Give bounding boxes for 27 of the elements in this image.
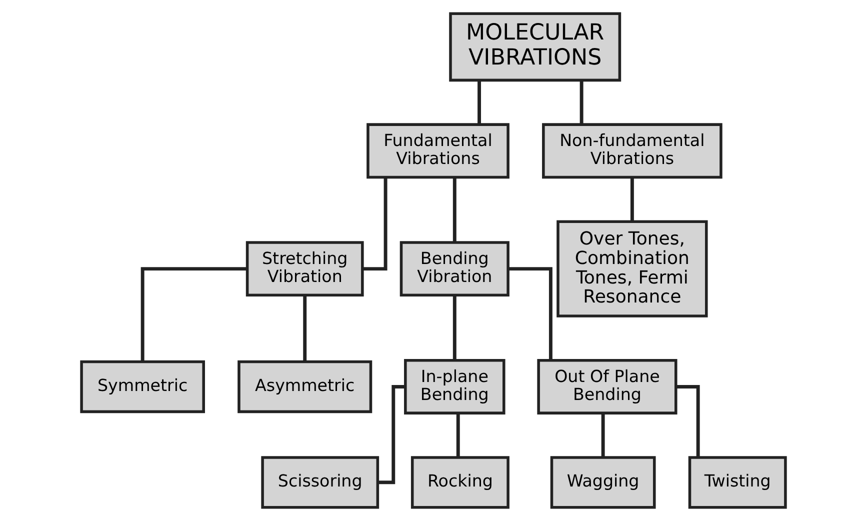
connector bbox=[477, 80, 480, 124]
connector bbox=[452, 296, 456, 360]
connector bbox=[362, 178, 387, 271]
connector bbox=[579, 80, 583, 124]
node-box: Fundamental Vibrations bbox=[366, 123, 509, 179]
node-box: Wagging bbox=[550, 456, 656, 509]
node-box: MOLECULAR VIBRATIONS bbox=[448, 12, 621, 82]
node-box: Over Tones, Combination Tones, Fermi Resonance bbox=[556, 220, 708, 318]
node-box: Scissoring bbox=[260, 456, 379, 509]
node-box: Twisting bbox=[688, 456, 786, 509]
connector bbox=[600, 413, 604, 458]
connector bbox=[676, 384, 700, 458]
node-box: Non-fundamental Vibrations bbox=[542, 123, 722, 179]
connector bbox=[377, 384, 405, 484]
connector bbox=[140, 267, 247, 362]
connector bbox=[302, 296, 306, 362]
connector bbox=[630, 178, 634, 222]
connector bbox=[508, 267, 552, 360]
node-box: Bending Vibration bbox=[399, 241, 509, 297]
node-box: In-plane Bending bbox=[404, 358, 505, 414]
node-box: Stretching Vibration bbox=[245, 241, 364, 297]
node-box: Symmetric bbox=[80, 360, 204, 414]
connector bbox=[452, 178, 456, 242]
connector bbox=[456, 413, 460, 458]
node-box: Out Of Plane Bending bbox=[536, 358, 677, 414]
node-box: Asymmetric bbox=[237, 360, 372, 414]
node-box: Rocking bbox=[410, 456, 509, 509]
